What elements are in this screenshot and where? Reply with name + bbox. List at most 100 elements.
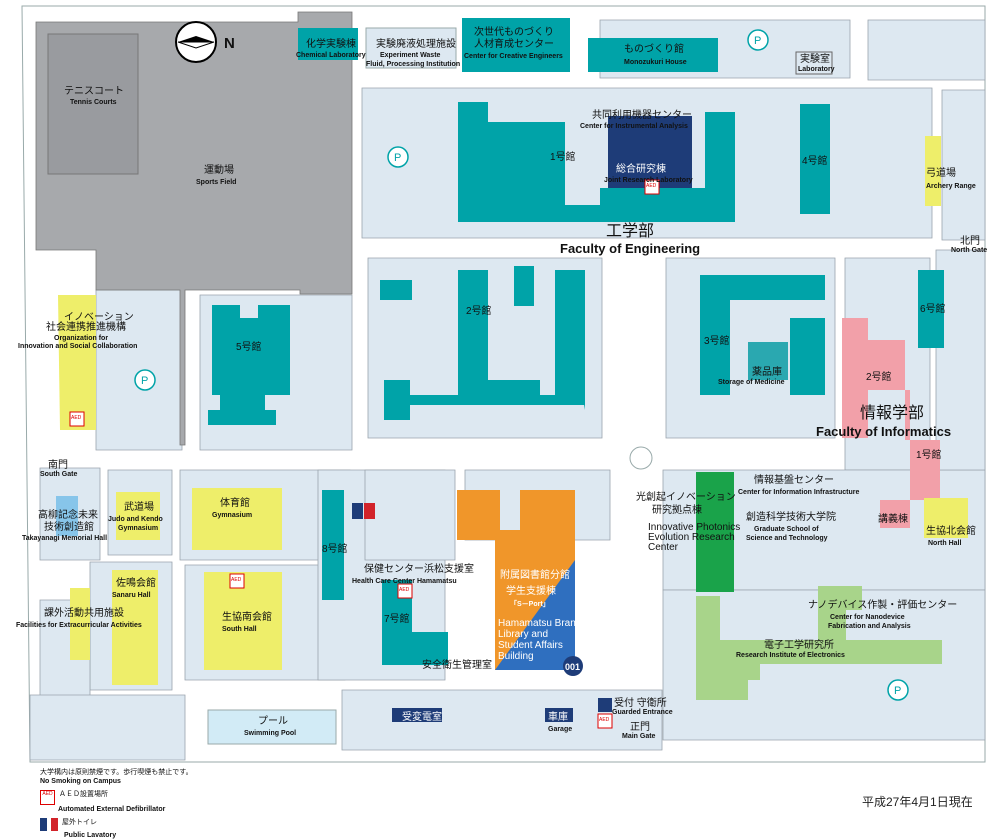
inf-faculty-en: Faculty of Informatics <box>816 424 951 439</box>
library-en1: Hamamatsu Branch <box>498 618 586 629</box>
judo-jp: 武道場 <box>124 500 154 513</box>
judo-en2: Gymnasium <box>118 525 158 532</box>
south-hall-en: South Hall <box>222 626 257 633</box>
parking-labels: P P P P <box>141 35 901 697</box>
guard-en: Guarded Entrance <box>612 709 673 716</box>
sanaru-jp: 佐鳴会館 <box>116 576 156 589</box>
takayanagi-en: Takayanagi Memorial Hall <box>22 535 107 542</box>
judo-gym <box>116 492 160 540</box>
judo-en1: Judo and Kendo <box>108 516 163 523</box>
compass-north-label: N <box>224 35 235 52</box>
map-labels: 化学実験棟 Chemical Laboratory 実験廃液処理施設 Exper… <box>16 25 987 740</box>
chemical-lab <box>298 28 358 60</box>
infra-en: Center for Information Infrastructure <box>738 489 859 496</box>
gym-jp: 体育館 <box>220 496 250 509</box>
parking-markers <box>134 29 909 701</box>
infra-jp: 情報基盤センター <box>754 473 834 486</box>
library-badge-label: 001 <box>565 662 580 672</box>
eng7-label: 7号館 <box>384 612 410 625</box>
inf1-label: 1号館 <box>916 448 942 461</box>
safety-label: 安全衛生管理室 <box>422 658 492 671</box>
graduate-en2: Science and Technology <box>746 535 828 542</box>
eng-faculty-jp: 工学部 <box>606 222 654 240</box>
svg-text:P: P <box>754 35 761 47</box>
sports-en: Sports Field <box>196 179 236 186</box>
compass <box>175 21 217 63</box>
main-gate-jp: 正門 <box>630 721 650 733</box>
extracurricular-en: Facilities for Extracurricular Activitie… <box>16 622 142 629</box>
innovation-en1: Organization for <box>54 335 108 342</box>
joint-research-lab <box>608 116 692 188</box>
joint-en: Joint Research Laboratory <box>604 177 693 184</box>
map-legend: 大学構内は原則禁煙です。歩行喫煙も禁止です。 No Smoking on Cam… <box>40 768 193 840</box>
innovation-jp1: イノベーション <box>64 311 134 323</box>
small-lab-en: Laboratory <box>798 66 835 73</box>
chemical-lab-jp: 化学実験棟 <box>306 37 356 50</box>
library-en3: Student Affairs <box>498 640 563 651</box>
library-en2: Library and <box>498 629 548 640</box>
south-hall-jp: 生協南会館 <box>222 610 272 623</box>
eng8-label: 8号館 <box>322 542 348 555</box>
south-hall <box>204 572 282 670</box>
creative-jp2: 人材育成センター <box>474 37 554 50</box>
legend-wc-row: 屋外トイレ Public Lavatory <box>40 818 193 840</box>
archery-range <box>925 136 941 206</box>
eng1-label: 1号館 <box>550 150 576 163</box>
no-smoking-en: No Smoking on Campus <box>40 778 121 785</box>
library-en4: Building <box>498 651 534 662</box>
guardhouse <box>598 698 612 712</box>
instrumental-jp: 共同利用機器センター <box>592 108 692 121</box>
aed-markers <box>69 179 660 729</box>
gym-en: Gymnasium <box>212 512 252 519</box>
svg-text:AED: AED <box>399 587 410 593</box>
waste-jp: 実験廃液処理施設 <box>376 37 456 50</box>
eng-building-4 <box>800 104 830 214</box>
takayanagi-jp2: 技術創造館 <box>44 520 94 533</box>
photonics-en3: Center <box>648 542 679 553</box>
nanodevice-jp: ナノデバイス作製・評価センター <box>808 598 957 611</box>
tennis-jp: テニスコート <box>64 86 124 97</box>
tennis-en: Tennis Courts <box>70 99 117 106</box>
creative-en: Center for Creative Engineers <box>464 53 563 60</box>
electronics-jp: 電子工学研究所 <box>764 638 834 651</box>
creative-center <box>462 18 570 72</box>
eng6-label: 6号館 <box>920 302 946 315</box>
swimming-pool <box>207 709 337 745</box>
health-jp: 保健センター浜松支援室 <box>364 562 474 575</box>
aed-marker-labels: AED AED AED AED AED <box>71 183 657 723</box>
eng-building-6 <box>918 270 944 348</box>
instrumental-en: Center for Instrumental Analysis <box>580 123 688 130</box>
female-restroom-icon <box>51 818 58 831</box>
medicine-jp: 薬品庫 <box>752 365 782 378</box>
nanodevice-en2: Fabrication and Analysis <box>828 623 911 630</box>
monozukuri-en: Monozukuri House <box>624 59 687 66</box>
aed-legend-en: Automated External Defibrillator <box>58 806 166 813</box>
library-jp1: 附属図書館分館 <box>500 568 570 581</box>
library-blue <box>495 560 575 670</box>
eng-building-1 <box>458 102 735 222</box>
guard-jp: 受付 守衛所 <box>614 696 667 709</box>
innovation-jp2: 社会連携推進機構 <box>46 320 126 333</box>
restroom-markers <box>352 503 375 519</box>
eng5-label: 5号館 <box>236 340 262 353</box>
joint-jp: 総合研究棟 <box>616 162 666 175</box>
sanaru-en: Sanaru Hall <box>112 592 151 599</box>
gymnasium <box>192 488 282 550</box>
kogi-label: 講義棟 <box>878 512 908 525</box>
north-hall <box>924 498 968 538</box>
photonics-center <box>696 472 734 592</box>
svg-text:P: P <box>894 685 901 697</box>
graduate-jp: 創造科学技術大学院 <box>746 510 836 523</box>
eng-building-2 <box>380 266 585 420</box>
substation <box>392 708 442 722</box>
roundabout <box>629 446 653 470</box>
library-jp3: 「S－Port」 <box>510 599 550 608</box>
eng-building-8 <box>322 490 344 600</box>
photonics-en1: Innovative Photonics <box>648 522 740 533</box>
north-gate-en: North Gate <box>951 247 987 254</box>
eng2-label: 2号館 <box>466 304 492 317</box>
substation-label: 受変電室 <box>402 710 442 723</box>
tennis-courts <box>47 33 139 175</box>
